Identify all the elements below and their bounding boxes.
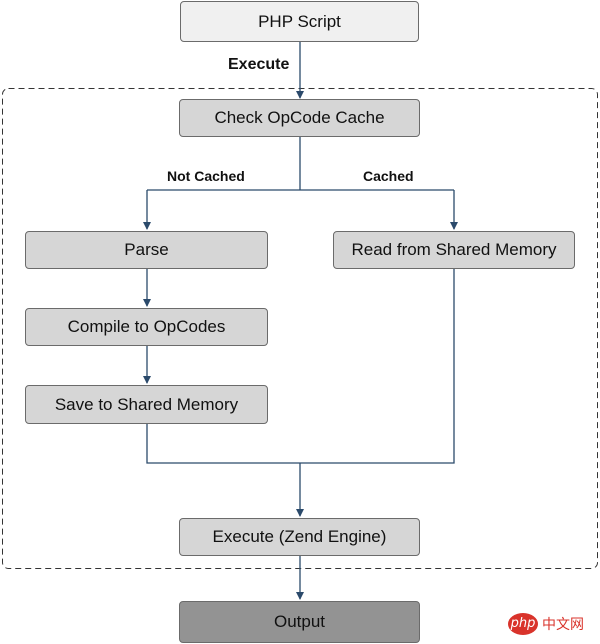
watermark-text: 中文网 bbox=[542, 617, 584, 633]
php-logo: php bbox=[508, 613, 538, 635]
php-cn-watermark: php 中文网 bbox=[508, 613, 584, 635]
save-shared-memory-node: Save to Shared Memory bbox=[25, 385, 268, 424]
php-script-node: PHP Script bbox=[180, 1, 419, 42]
not-cached-label: Not Cached bbox=[167, 168, 245, 184]
cached-label: Cached bbox=[363, 168, 414, 184]
execute-edge-label: Execute bbox=[228, 56, 290, 73]
merge-from-save bbox=[146, 269, 455, 464]
compile-opcodes-node: Compile to OpCodes bbox=[25, 308, 268, 346]
parse-node: Parse bbox=[25, 231, 268, 269]
output-node: Output bbox=[179, 601, 420, 643]
read-shared-memory-node: Read from Shared Memory bbox=[333, 231, 575, 269]
execute-zend-engine-node: Execute (Zend Engine) bbox=[179, 518, 420, 556]
check-opcode-cache-node: Check OpCode Cache bbox=[179, 99, 420, 137]
